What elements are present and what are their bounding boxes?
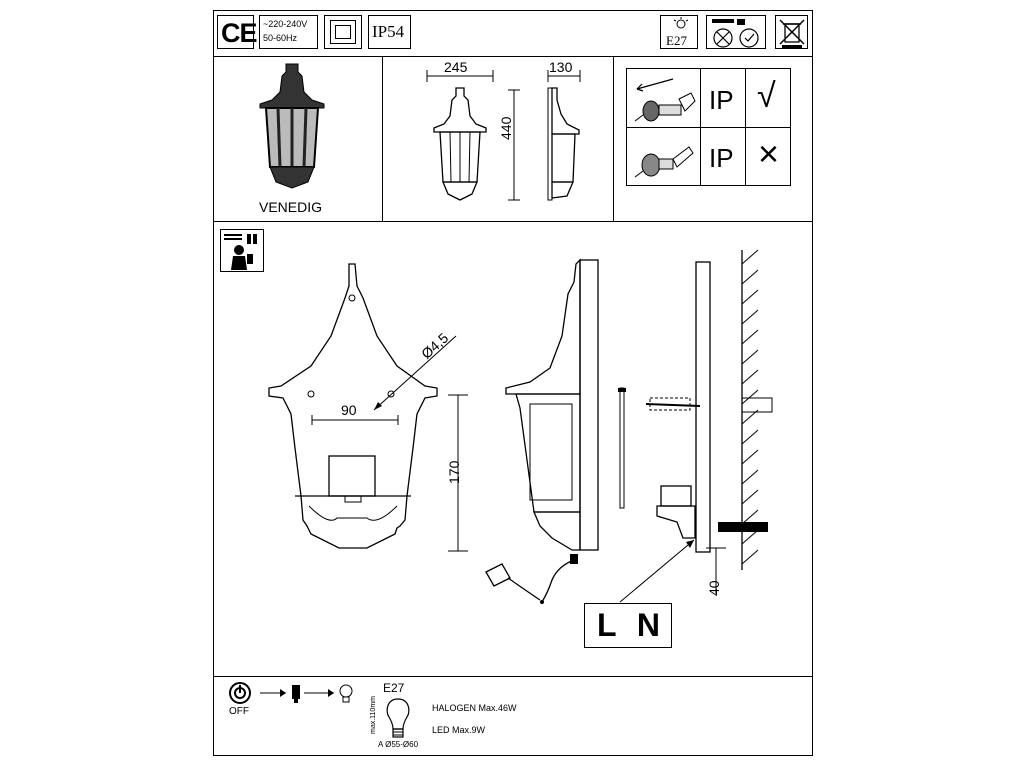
frequency-text: 50-60Hz xyxy=(263,33,298,43)
off-label: OFF xyxy=(229,706,249,717)
vertical-dimension-line xyxy=(448,394,468,552)
footer-divider xyxy=(213,676,813,677)
hole-leader-line xyxy=(373,335,457,411)
depth-dimension: 130 xyxy=(549,59,573,75)
halogen-spec: HALOGEN Max.46W xyxy=(432,703,517,713)
voltage-text: ~220-240V xyxy=(263,19,308,29)
ip-row-2-cross: × xyxy=(758,133,780,174)
ce-mark: CE xyxy=(221,18,258,48)
height-dimension-line xyxy=(508,89,520,201)
depth-dimension-line xyxy=(547,70,581,82)
divider-1 xyxy=(382,56,383,221)
vertical-dimension: 170 xyxy=(446,460,462,484)
ip-rating-box: IP54 xyxy=(368,15,411,49)
bulb-length: max.110mm xyxy=(370,696,377,734)
bulb-diameter: A Ø55-Ø60 xyxy=(378,740,419,749)
lamp-photo xyxy=(259,63,325,189)
wiring-label-box: L N xyxy=(584,603,672,648)
product-name: VENEDIG xyxy=(259,199,323,215)
ip-table: IP √ IP × xyxy=(626,68,791,186)
socket-box: E27 xyxy=(660,15,698,49)
width-dimension-line xyxy=(426,70,494,82)
plug-test-icon xyxy=(634,146,694,178)
bulb-icon xyxy=(673,17,689,29)
socket-text: E27 xyxy=(666,33,687,48)
bulb-replace-sequence xyxy=(260,684,353,703)
ip-rating-text: IP54 xyxy=(372,22,405,41)
cable-connector xyxy=(485,554,578,604)
footer-socket: E27 xyxy=(383,681,405,695)
ip-row-2-label: IP xyxy=(709,143,734,173)
backplate-drawing xyxy=(268,263,438,549)
height-dimension: 440 xyxy=(498,116,514,140)
electrician-icon xyxy=(224,234,257,270)
hosing-test-icon xyxy=(634,78,696,122)
ip-row-1-label: IP xyxy=(709,85,734,115)
ip-row-1-check: √ xyxy=(757,77,776,115)
mounted-lamp-side-drawing xyxy=(505,258,599,551)
double-insulation-icon xyxy=(330,20,356,44)
weee-bin-icon xyxy=(779,19,805,48)
bulb-outline-icon xyxy=(386,698,410,738)
hole-spacing: 90 xyxy=(341,402,357,418)
sheet-frame xyxy=(213,10,813,756)
power-spec-box: ~220-240V 50-60Hz xyxy=(259,15,318,49)
power-off-icon xyxy=(229,682,251,704)
spacing-dimension-line xyxy=(311,415,399,425)
lamp-side-drawing xyxy=(547,87,580,201)
replaceable-box xyxy=(706,15,766,49)
lamp-front-drawing xyxy=(433,87,487,201)
header-divider xyxy=(213,56,813,57)
bracket-foot xyxy=(656,485,696,539)
width-dimension: 245 xyxy=(444,59,468,75)
mounting-bracket xyxy=(618,261,711,553)
divider-2 xyxy=(613,56,614,221)
wall-section xyxy=(718,249,773,570)
installer-box xyxy=(220,229,264,272)
replaceable-bulb-icon xyxy=(712,19,759,48)
class-ii-box xyxy=(324,15,362,49)
weee-box xyxy=(775,15,808,49)
led-spec: LED Max.9W xyxy=(432,725,486,735)
section-divider-top xyxy=(213,221,813,222)
wiring-leader xyxy=(619,539,695,603)
ce-mark-box: CE xyxy=(217,15,258,49)
wiring-label: L N xyxy=(597,607,666,643)
wall-gap-dimension xyxy=(706,547,726,594)
